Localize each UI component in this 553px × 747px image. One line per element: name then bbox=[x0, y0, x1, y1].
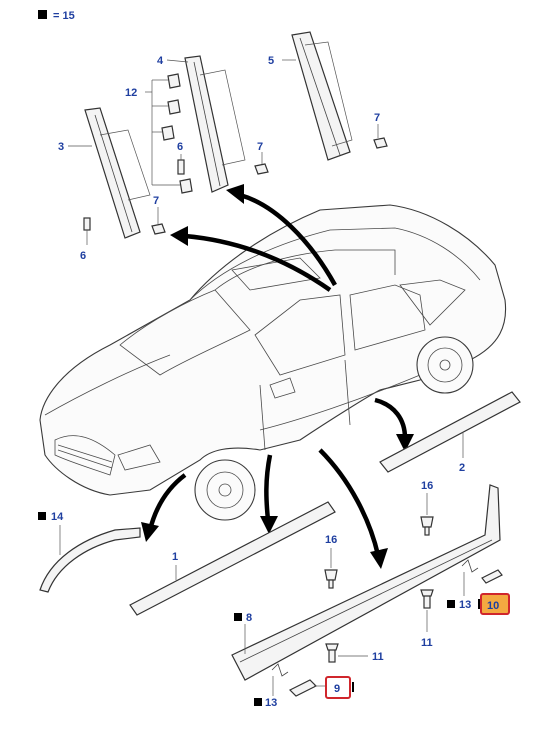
label-11a: 11 bbox=[372, 651, 384, 663]
part-5: 5 bbox=[268, 31, 353, 161]
label-9: 9 bbox=[334, 683, 340, 695]
part-2: 2 bbox=[379, 391, 521, 474]
part-1: 1 bbox=[129, 501, 336, 616]
part-9: 9 bbox=[288, 676, 354, 699]
label-10: 10 bbox=[487, 600, 499, 612]
clips-12: 12 bbox=[125, 73, 193, 194]
highlight-box-9 bbox=[325, 676, 351, 699]
label-13a: 13 bbox=[265, 697, 277, 709]
part-11b: 11 bbox=[420, 589, 434, 649]
label-6a: 6 bbox=[177, 141, 183, 153]
label-12: 12 bbox=[125, 87, 137, 99]
black-square-icon bbox=[447, 600, 455, 608]
label-6b: 6 bbox=[80, 250, 86, 262]
black-square-icon bbox=[234, 613, 242, 621]
part-4: 4 bbox=[157, 55, 246, 193]
black-square-icon bbox=[38, 512, 46, 520]
label-1: 1 bbox=[172, 551, 178, 563]
car-illustration bbox=[39, 204, 507, 521]
label-16a: 16 bbox=[325, 534, 337, 546]
label-2: 2 bbox=[459, 462, 465, 474]
part-16a: 16 bbox=[324, 534, 338, 589]
part-16b: 16 bbox=[420, 480, 434, 536]
part-6a: 6 bbox=[177, 141, 185, 175]
callout-arrows bbox=[141, 184, 414, 569]
black-tick-icon bbox=[352, 682, 354, 692]
legend: = 15 bbox=[38, 10, 75, 22]
label-5: 5 bbox=[268, 55, 274, 67]
black-square-icon bbox=[254, 698, 262, 706]
part-8: 8 bbox=[231, 484, 501, 681]
part-10: 10 bbox=[478, 569, 510, 615]
part-11a: 11 bbox=[325, 643, 384, 663]
part-3: 3 bbox=[58, 107, 151, 239]
part-13a: 13 bbox=[254, 663, 289, 709]
label-3: 3 bbox=[58, 141, 64, 153]
label-7b: 7 bbox=[374, 112, 380, 124]
label-7c: 7 bbox=[153, 195, 159, 207]
label-8: 8 bbox=[246, 612, 252, 624]
highlight-fill-10 bbox=[481, 594, 509, 614]
label-7a: 7 bbox=[257, 141, 263, 153]
part-7b: 7 bbox=[373, 112, 388, 149]
part-13b: 13 bbox=[447, 559, 479, 611]
label-13b: 13 bbox=[459, 599, 471, 611]
label-4: 4 bbox=[157, 55, 164, 67]
black-tick-icon bbox=[478, 599, 480, 609]
part-6b: 6 bbox=[80, 217, 91, 262]
legend-text: = 15 bbox=[53, 10, 75, 22]
part-7a: 7 bbox=[254, 141, 269, 175]
label-16b: 16 bbox=[421, 480, 433, 492]
part-7c: 7 bbox=[151, 195, 166, 235]
label-11b: 11 bbox=[421, 637, 433, 649]
part-14: 14 bbox=[38, 511, 141, 593]
highlight-box-10 bbox=[480, 593, 510, 615]
label-14: 14 bbox=[51, 511, 64, 523]
black-square-icon bbox=[38, 10, 47, 19]
